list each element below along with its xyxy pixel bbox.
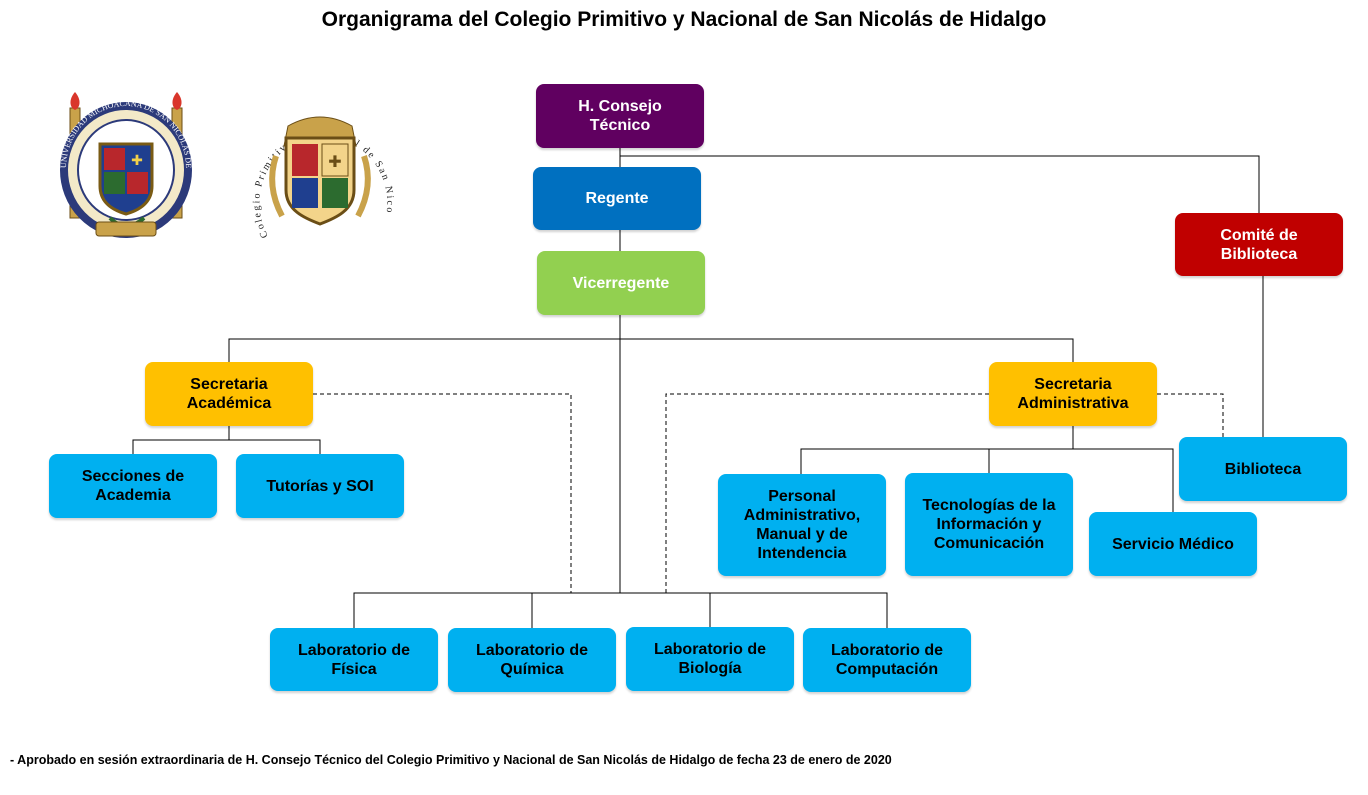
node-label: Laboratorio de Computación: [830, 642, 943, 678]
node-label: Secretaria Académica: [186, 376, 272, 412]
node-label: Secciones de Academia: [81, 468, 185, 504]
node-label: Tutorías y SOI: [266, 477, 374, 495]
dashed-connector: [313, 393, 572, 593]
node-label: Secretaria Administrativa: [1017, 376, 1129, 412]
node-biblioteca: Biblioteca: [1179, 437, 1347, 501]
node-laboratorio-de-fisica: Laboratorio de Física: [270, 628, 438, 691]
node-label: Tecnologías de la Información y Comunica…: [922, 497, 1056, 552]
node-laboratorio-de-quimica: Laboratorio de Química: [448, 628, 616, 692]
node-vicerregente: Vicerregente: [537, 251, 705, 315]
connector-line: [353, 592, 888, 628]
node-label: Personal Administrativo, Manual y de Int…: [743, 488, 861, 562]
node-servicio-medico: Servicio Médico: [1089, 512, 1257, 576]
svg-text:✚: ✚: [328, 152, 341, 171]
node-regente: Regente: [533, 167, 701, 230]
connector-line: [620, 155, 1260, 213]
node-label: Laboratorio de Física: [297, 641, 410, 678]
colegio-logo: Colegio Primitivo y Nacional de San Nico…: [236, 86, 393, 240]
node-tutorias-y-soi: Tutorías y SOI: [236, 454, 404, 518]
approval-footnote: - Aprobado en sesión extraordinaria de H…: [10, 753, 892, 767]
node-label: H. Consejo Técnico: [578, 98, 662, 134]
node-comite-de-biblioteca: Comité de Biblioteca: [1175, 213, 1343, 276]
node-tecnologias-de-la-informacion: Tecnologías de la Información y Comunica…: [905, 473, 1073, 576]
node-label: Regente: [585, 190, 649, 207]
node-label: Biblioteca: [1224, 460, 1302, 478]
connector-line: [228, 338, 1074, 362]
node-h-consejo-tecnico: H. Consejo Técnico: [536, 84, 704, 148]
node-laboratorio-de-biologia: Laboratorio de Biología: [626, 627, 794, 691]
node-label: Comité de Biblioteca: [1220, 226, 1298, 263]
node-label: Servicio Médico: [1112, 535, 1234, 553]
page-title: Organigrama del Colegio Primitivo y Naci…: [321, 8, 1047, 31]
node-secretaria-administrativa: Secretaria Administrativa: [989, 362, 1157, 426]
dashed-connector: [665, 393, 989, 593]
node-label: Laboratorio de Biología: [653, 641, 766, 677]
node-label: Laboratorio de Química: [475, 642, 588, 678]
node-personal-administrativo: Personal Administrativo, Manual y de Int…: [718, 474, 886, 576]
node-secretaria-academica: Secretaria Académica: [145, 362, 313, 426]
node-laboratorio-de-computacion: Laboratorio de Computación: [803, 628, 971, 692]
dashed-connector: [1157, 393, 1224, 437]
connector-line: [132, 439, 321, 454]
svg-text:✚: ✚: [131, 153, 143, 169]
connector-line: [800, 448, 1174, 512]
umsnh-logo: UNIVERSIDAD MICHOACANA DE SAN NICOLAS DE…: [48, 86, 193, 238]
node-label: Vicerregente: [572, 274, 670, 292]
node-secciones-de-academia: Secciones de Academia: [49, 454, 217, 518]
